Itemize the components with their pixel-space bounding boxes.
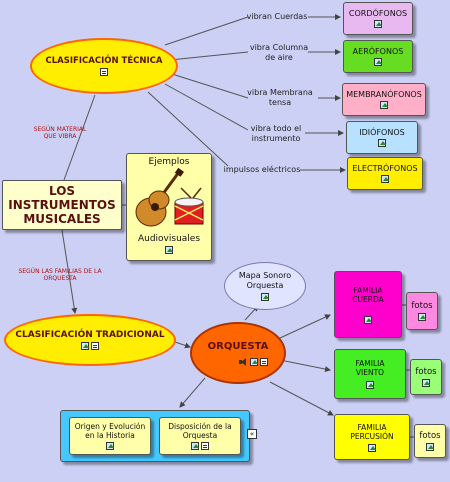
image-icon[interactable] [81, 342, 89, 350]
clasificacion-tradicional-title: CLASIFICACIÓN TRADICIONAL [15, 330, 165, 340]
disposicion-orquesta-node[interactable]: Disposición de la Orquesta [159, 417, 241, 455]
orquesta-node[interactable]: ORQUESTA [190, 322, 286, 384]
main-title-box[interactable]: LOS INSTRUMENTOS MUSICALES [2, 180, 122, 230]
clasificacion-tradicional-node[interactable]: CLASIFICACIÓN TRADICIONAL [4, 314, 176, 366]
fotos-viento-label: fotos [415, 367, 437, 377]
fotos-viento-node[interactable]: fotos [410, 359, 442, 395]
image-icon[interactable] [191, 442, 199, 450]
audiovisuales-label: Audiovisuales [137, 234, 201, 244]
link-label-material: SEGÚN MATERIAL QUE VIBRA [33, 126, 87, 140]
line-tecnica-membranofonos [171, 73, 249, 99]
line-orquesta-percusion [269, 381, 334, 416]
image-icon[interactable] [368, 443, 376, 452]
collapse-icon[interactable]: « [247, 429, 257, 439]
image-icon[interactable] [378, 139, 386, 147]
fotos-cuerda-node[interactable]: fotos [406, 292, 438, 330]
aerofonos-label: AERÓFONOS [352, 47, 404, 56]
familia-percusion-node[interactable]: FAMILIA PERCUSIÓN [334, 414, 410, 460]
line-orquesta-historia [179, 377, 206, 408]
branch-label-cuerdas: vibran Cuerdas [246, 12, 308, 21]
line-tecnica-cordofonos [164, 16, 249, 46]
familia-viento-node[interactable]: FAMILIA VIENTO [334, 349, 406, 399]
line-orquesta-cuerda [279, 314, 331, 339]
line-main-tradicional [61, 229, 78, 314]
image-icon[interactable] [366, 381, 374, 389]
cordofonos-label: CORDÓFONOS [348, 9, 408, 18]
image-icon[interactable] [364, 315, 372, 324]
aerofonos-node[interactable]: AERÓFONOS [343, 40, 413, 73]
disposicion-orquesta-label: Disposición de la Orquesta [168, 422, 232, 440]
image-icon[interactable] [106, 442, 114, 450]
ejemplos-title: Ejemplos [148, 157, 190, 167]
document-icon[interactable] [100, 68, 108, 76]
orquesta-title: ORQUESTA [207, 340, 269, 352]
document-icon[interactable] [91, 342, 99, 350]
electrofonos-node[interactable]: ELECTRÓFONOS [347, 157, 423, 190]
familia-viento-label: FAMILIA VIENTO [355, 359, 385, 377]
branch-label-electricos: impulsos eléctricos [223, 165, 301, 174]
familia-cuerda-label: FAMILIA CUERDA [352, 285, 384, 304]
line-tecnica-electrofonos [147, 91, 229, 167]
cordofonos-node[interactable]: CORDÓFONOS [343, 2, 413, 35]
line-tecnica-idiofonos [164, 83, 249, 131]
idiofonos-node[interactable]: IDIÓFONOS [346, 121, 418, 154]
origen-evolucion-node[interactable]: Origen y Evolución en la Historia [69, 417, 151, 455]
historia-panel: Origen y Evolución en la Historia Dispos… [60, 410, 250, 462]
idiofonos-label: IDIÓFONOS [359, 128, 405, 137]
image-icon[interactable] [422, 379, 430, 387]
branch-label-todo: vibra todo el instrumento [250, 124, 302, 143]
document-icon[interactable] [201, 442, 209, 450]
branch-label-aire: vibra Columna de aire [249, 43, 309, 62]
link-label-familias: SEGÚN LAS FAMILIAS DE LA ORQUESTA [18, 268, 102, 282]
image-icon[interactable] [374, 58, 382, 66]
image-icon[interactable] [381, 175, 389, 183]
clasificacion-tecnica-node[interactable]: CLASIFICACIÓN TÉCNICA [30, 38, 178, 94]
branch-label-membrana: vibra Membrana tensa [247, 88, 313, 107]
image-icon[interactable] [426, 443, 434, 451]
fotos-percusion-label: fotos [419, 431, 441, 441]
clasificacion-tecnica-title: CLASIFICACIÓN TÉCNICA [45, 56, 163, 66]
familia-cuerda-node[interactable]: FAMILIA CUERDA [334, 271, 402, 338]
mapa-sonoro-label: Mapa Sonoro Orquesta [238, 271, 292, 290]
fotos-cuerda-label: fotos [411, 301, 433, 311]
familia-percusion-label: FAMILIA PERCUSIÓN [350, 422, 394, 441]
image-icon[interactable] [261, 293, 269, 301]
fotos-percusion-node[interactable]: fotos [414, 424, 446, 458]
image-icon[interactable] [418, 313, 426, 321]
membranofonos-node[interactable]: MEMBRANÓFONOS [342, 83, 426, 116]
line-main-tecnica [63, 94, 96, 181]
origen-evolucion-label: Origen y Evolución en la Historia [74, 422, 146, 440]
membranofonos-label: MEMBRANÓFONOS [346, 90, 422, 99]
line-orquesta-viento [279, 359, 331, 372]
ejemplos-audiovisuales-node[interactable]: Ejemplos Audiovisuales [126, 153, 212, 261]
image-icon[interactable] [380, 101, 388, 109]
mapa-sonoro-node[interactable]: Mapa Sonoro Orquesta [224, 262, 306, 310]
main-title: LOS INSTRUMENTOS MUSICALES [8, 184, 116, 226]
image-icon[interactable] [374, 20, 382, 28]
line-tecnica-aerofonos [169, 51, 249, 61]
sound-icon[interactable] [238, 357, 248, 366]
image-icon[interactable] [165, 246, 173, 254]
image-icon[interactable] [249, 357, 258, 366]
guitar-drum-illustration [135, 168, 204, 227]
electrofonos-label: ELECTRÓFONOS [352, 164, 418, 173]
document-icon[interactable] [259, 357, 268, 366]
